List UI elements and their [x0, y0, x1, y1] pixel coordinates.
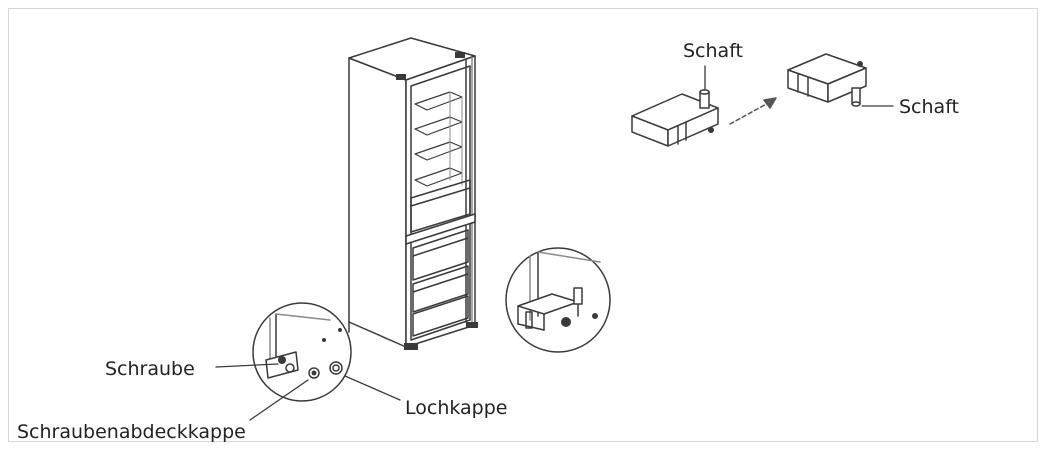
label-schraube: Schraube: [105, 358, 195, 380]
leader-lines: [215, 65, 894, 421]
hinge-bracket-before: [631, 89, 719, 147]
leader-schraubenabdeckkappe: [249, 379, 309, 421]
leader-schraube: [215, 363, 279, 368]
bottom-hinge-zoom-right: [505, 247, 611, 353]
leader-lochkappe: [344, 375, 401, 401]
label-schraubenabdeckkappe: Schraubenabdeckkappe: [17, 421, 246, 443]
bottom-hinge-zoom-left: [252, 302, 352, 402]
hinge-bracket-after: [787, 53, 867, 107]
refrigerator-illustration: [348, 37, 478, 350]
label-schaft-right: Schaft: [899, 96, 959, 118]
arrow-icon: [729, 97, 777, 125]
label-lochkappe: Lochkappe: [405, 397, 508, 419]
label-schaft-top: Schaft: [683, 40, 743, 62]
